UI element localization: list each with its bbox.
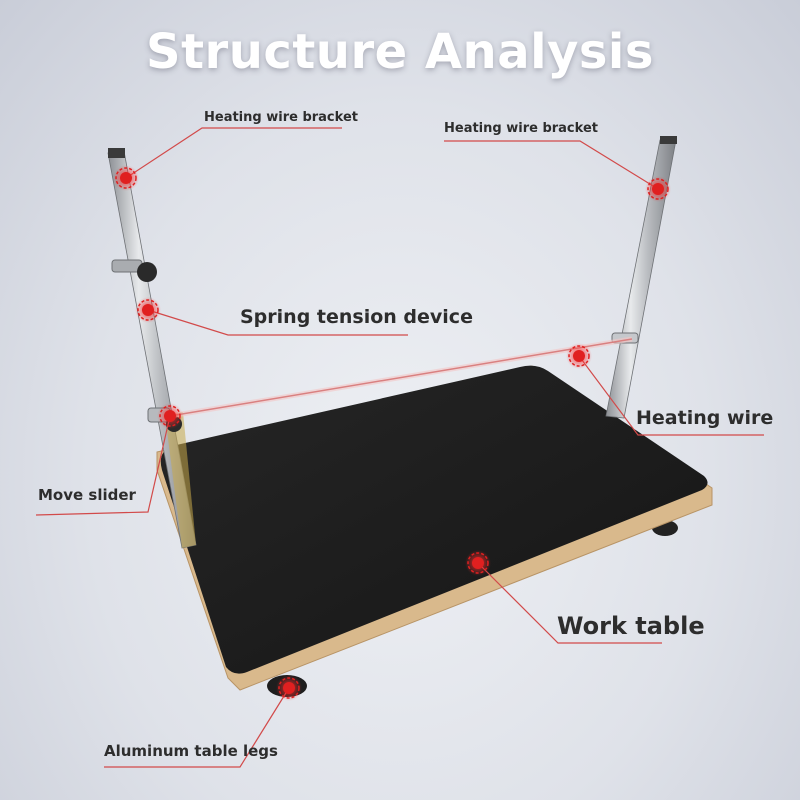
callout-lines (35, 127, 764, 768)
left-bracket-cap (108, 148, 125, 158)
label-heating-wire-bracket-left: Heating wire bracket (204, 110, 358, 125)
callout-line-bracket-left (125, 127, 342, 179)
page-title: Structure Analysis (146, 24, 654, 80)
callout-line-table-legs (104, 687, 290, 768)
right-bracket-cap (660, 136, 677, 144)
marker-bracket-left (113, 165, 139, 191)
callout-line-bracket-right (444, 140, 659, 190)
label-heating-wire-bracket-right: Heating wire bracket (444, 121, 598, 136)
callout-line-move-slider (35, 415, 171, 516)
move-slider-block (165, 412, 196, 548)
callout-line-heating-wire (578, 355, 764, 436)
callout-markers (113, 165, 671, 701)
spring-knob (137, 262, 157, 282)
heating-wire-core (169, 338, 633, 417)
label-heating-wire: Heating wire (636, 407, 774, 429)
marker-table-legs (276, 675, 302, 701)
marker-heating-wire (566, 343, 592, 369)
work-table-top (160, 365, 708, 674)
label-spring-tension-device: Spring tension device (240, 306, 473, 328)
marker-spring (135, 297, 161, 323)
marker-bracket-right (645, 176, 671, 202)
marker-work-table (465, 550, 491, 576)
label-work-table: Work table (557, 612, 705, 640)
callout-line-spring (147, 309, 408, 336)
label-aluminum-table-legs: Aluminum table legs (104, 742, 278, 760)
label-move-slider: Move slider (38, 486, 136, 504)
callout-line-work-table (477, 562, 662, 644)
marker-move-slider (157, 403, 183, 429)
